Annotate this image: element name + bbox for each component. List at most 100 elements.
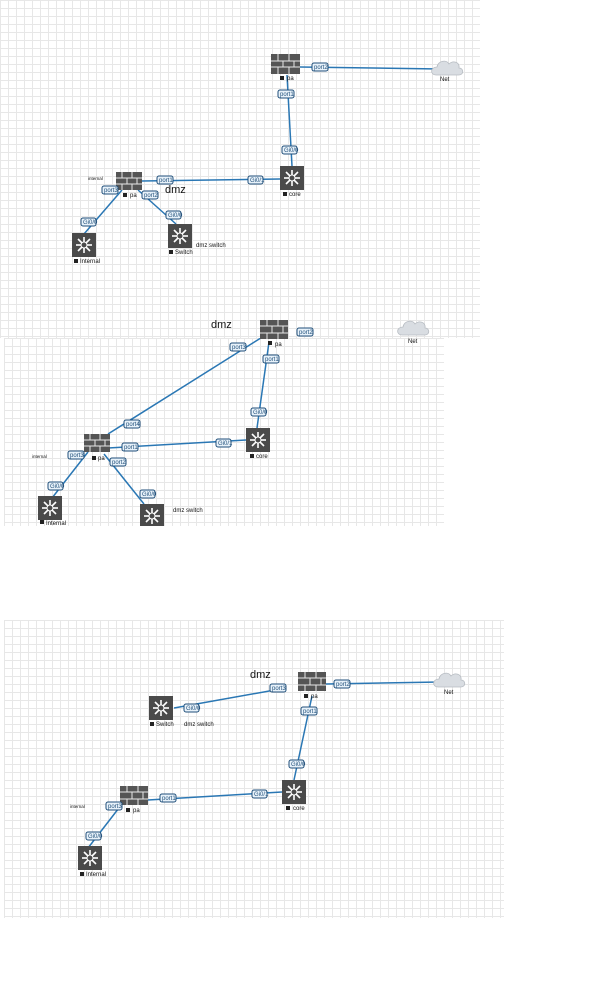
- svg-text:Gi0/0: Gi0/0: [284, 148, 299, 154]
- svg-text:port1: port1: [280, 92, 294, 98]
- dmz-switch-icon[interactable]: [168, 224, 192, 248]
- svg-text:Gi0/1: Gi0/1: [218, 441, 233, 447]
- firewall-icon[interactable]: [298, 672, 326, 691]
- switch-description: dmz switch: [173, 508, 203, 514]
- diagram-panel-1: pa Net core internal: [0, 0, 480, 338]
- dmz-switch-icon[interactable]: [149, 696, 173, 720]
- interface-label: Gi0/0: [85, 831, 103, 841]
- device-label: Switch: [156, 722, 174, 728]
- interface-label: port3: [67, 450, 85, 460]
- interface-label: port2: [109, 457, 127, 467]
- device-label: core: [293, 806, 305, 812]
- diagram-panel-3: dmz pa Net Switch: [4, 620, 504, 918]
- svg-text:port4: port4: [126, 422, 140, 428]
- cloud-icon[interactable]: [397, 320, 430, 336]
- device-label: pa: [311, 694, 318, 700]
- device-label: Internal: [46, 521, 66, 526]
- svg-text:port3: port3: [232, 345, 246, 351]
- interface-label: port4: [123, 419, 141, 429]
- interface-label: port3: [101, 185, 119, 195]
- diagram-canvas-2: core internal pa Internal: [32, 338, 280, 526]
- svg-text:Gi0/0: Gi0/0: [168, 213, 183, 219]
- diagram-canvas-1: pa Net core internal: [72, 54, 464, 265]
- device-label: Net: [408, 339, 418, 345]
- diagram-panel-2: core internal pa Internal: [4, 338, 444, 526]
- interface-label: port3: [269, 683, 287, 693]
- diagram-panel-2-top: dmz pa port2 Net: [180, 312, 460, 352]
- link-fw-internal: [83, 189, 123, 235]
- device-label: Internal: [80, 259, 100, 265]
- firewall-icon[interactable]: [84, 434, 110, 452]
- svg-text:port1: port1: [303, 709, 317, 715]
- svg-text:port2: port2: [144, 193, 158, 199]
- svg-text:Gi0/0: Gi0/0: [186, 706, 201, 712]
- interface-label: Gi0/1: [251, 789, 269, 799]
- svg-text:Gi0/0: Gi0/0: [83, 220, 98, 226]
- switch-description: dmz switch: [196, 243, 226, 249]
- interface-label: port1: [300, 706, 318, 716]
- link-fw-pa-port4: [107, 338, 263, 435]
- device-label: Internal: [86, 872, 106, 878]
- svg-text:port1: port1: [124, 445, 138, 451]
- dmz-switch-icon[interactable]: [140, 504, 164, 526]
- core-switch-icon[interactable]: [280, 166, 304, 190]
- firewall-icon[interactable]: [271, 54, 300, 74]
- svg-text:Gi0/1: Gi0/1: [250, 178, 265, 184]
- svg-text:port3: port3: [70, 453, 84, 459]
- diagram-canvas-2-top: dmz pa port2 Net: [211, 319, 430, 348]
- zone-label-dmz: dmz: [165, 184, 186, 196]
- interface-label: Gi0/0: [139, 489, 157, 499]
- svg-text:port2: port2: [112, 460, 126, 466]
- svg-text:port1: port1: [162, 796, 176, 802]
- interface-label: Gi0/0: [47, 481, 65, 491]
- interface-label: Gi0/0: [165, 210, 183, 220]
- device-label: pa: [130, 193, 137, 199]
- interface-label: port1: [277, 89, 295, 99]
- device-label: Net: [444, 690, 454, 696]
- interface-label: port3: [229, 342, 247, 352]
- interface-label: port2: [311, 62, 329, 72]
- svg-text:Gi0/0: Gi0/0: [253, 410, 268, 416]
- svg-text:Gi0/0: Gi0/0: [88, 834, 103, 840]
- internal-switch-icon[interactable]: [38, 496, 62, 520]
- svg-text:port3: port3: [104, 188, 118, 194]
- firewall-icon[interactable]: [260, 320, 288, 339]
- svg-text:Gi0/1: Gi0/1: [254, 792, 269, 798]
- cloud-icon[interactable]: [431, 60, 464, 76]
- switch-description: dmz switch: [184, 722, 214, 728]
- svg-text:port3: port3: [108, 804, 122, 810]
- interface-label: port2: [333, 679, 351, 689]
- device-label: Net: [440, 77, 450, 83]
- device-label: Switch: [175, 250, 193, 256]
- svg-text:port2: port2: [314, 65, 328, 71]
- svg-text:Gi0/0: Gi0/0: [142, 492, 157, 498]
- core-switch-icon[interactable]: [282, 780, 306, 804]
- internal-switch-icon[interactable]: [78, 846, 102, 870]
- interface-label: Gi0/0: [80, 217, 98, 227]
- diagram-canvas-3: dmz pa Net Switch: [70, 669, 466, 878]
- device-label: core: [256, 454, 268, 460]
- device-label: pa: [275, 342, 282, 348]
- interface-label: Gi0/0: [288, 759, 306, 769]
- interface-label: port1: [156, 175, 174, 185]
- device-label: pa: [287, 76, 294, 82]
- interface-label: Gi0/1: [215, 438, 233, 448]
- interface-label: port1: [121, 442, 139, 452]
- svg-text:port1: port1: [265, 357, 279, 363]
- zone-label-internal: internal: [32, 454, 47, 459]
- internal-switch-icon[interactable]: [72, 233, 96, 257]
- svg-text:port2: port2: [299, 330, 313, 336]
- device-label: pa: [133, 808, 140, 814]
- firewall-icon[interactable]: [116, 172, 142, 190]
- link-fw-internal: [87, 803, 123, 849]
- interface-label: Gi0/0: [281, 145, 299, 155]
- svg-text:port2: port2: [336, 682, 350, 688]
- core-switch-icon[interactable]: [246, 428, 270, 452]
- zone-label-dmz: dmz: [250, 669, 271, 681]
- interface-label: port3: [105, 801, 123, 811]
- zone-label-dmz: dmz: [211, 319, 232, 331]
- interface-label: port1: [159, 793, 177, 803]
- interface-label: port2: [296, 327, 314, 337]
- cloud-icon[interactable]: [433, 672, 466, 688]
- firewall-icon[interactable]: [120, 786, 148, 805]
